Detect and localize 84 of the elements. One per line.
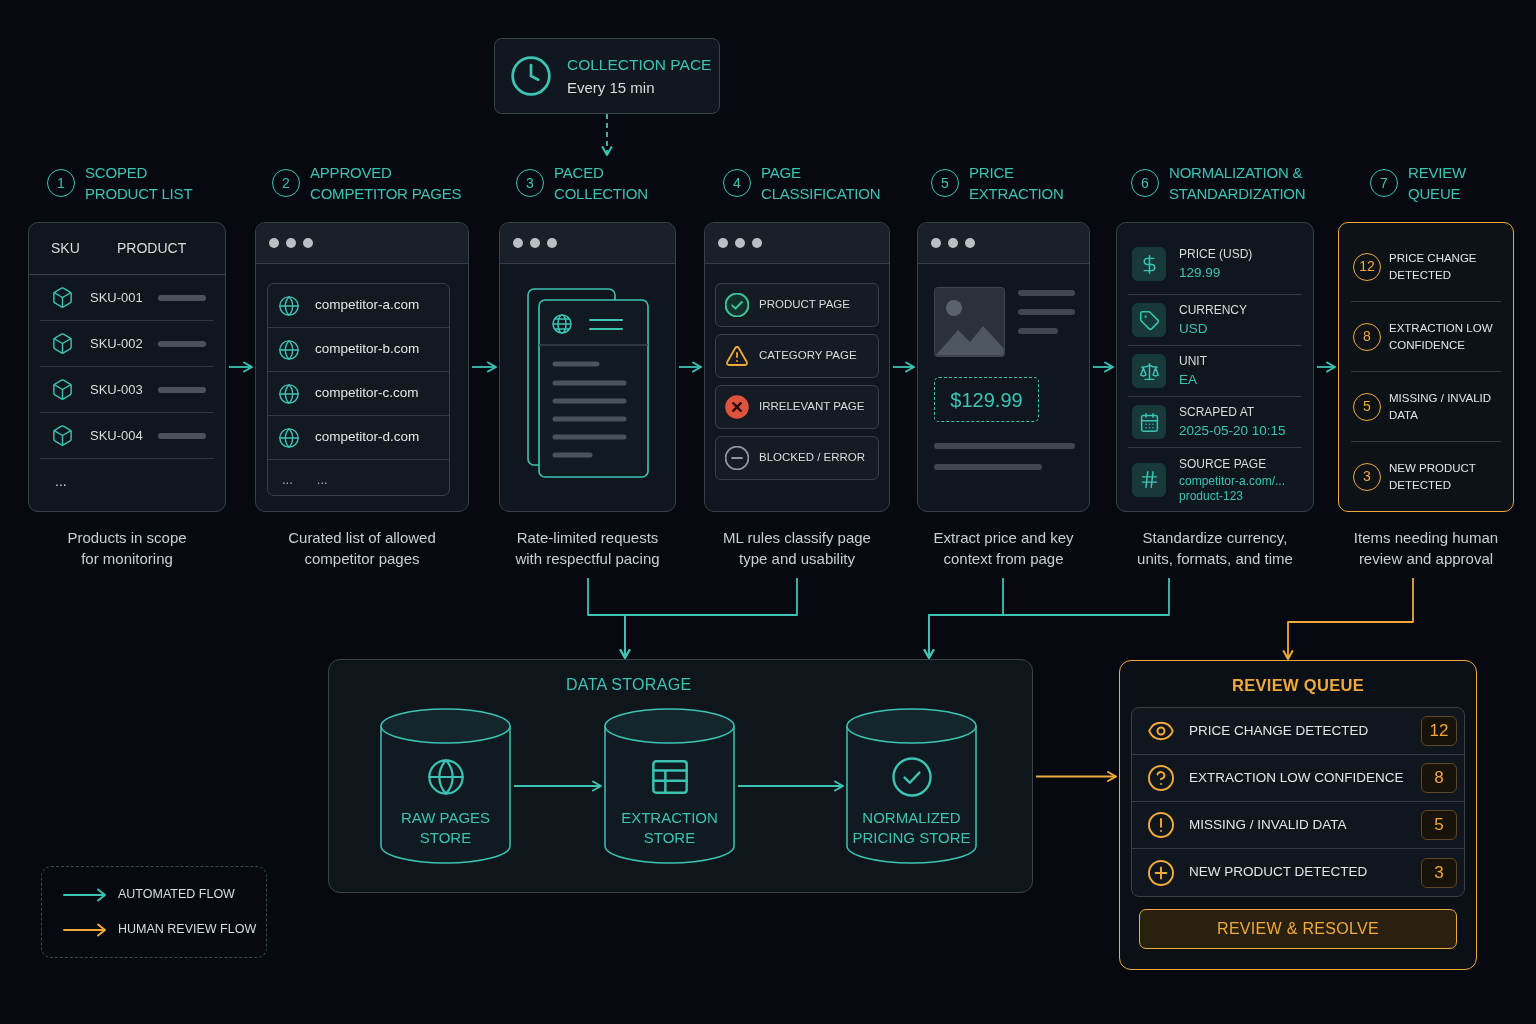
connector-arrow (1316, 361, 1336, 373)
panel-title: DATA STORAGE (566, 675, 692, 695)
review-item-label: EXTRACTION LOW CONFIDENCE (1389, 320, 1494, 353)
field-value: 2025-05-20 10:15 (1179, 422, 1286, 440)
stage-title: PACED COLLECTION (554, 163, 649, 204)
connector-arrow (1282, 577, 1414, 660)
count-badge: 5 (1421, 810, 1457, 840)
review-item-label: EXTRACTION LOW CONFIDENCE (1189, 768, 1404, 787)
column-header: SKU (51, 239, 81, 258)
connector-arrow (923, 577, 1170, 659)
connector-arrow (678, 361, 702, 373)
classification-option (715, 283, 879, 327)
review-item-label: NEW PRODUCT DETECTED (1189, 863, 1368, 882)
site-url: competitor-c.com (315, 384, 419, 403)
site-url: competitor-d.com (315, 428, 420, 447)
stage-description: Rate-limited requests with respectful pacing (514, 528, 661, 569)
store-label: RAW PAGES STORE (399, 808, 492, 848)
field-value: 129.99 (1179, 264, 1222, 282)
stage-description: Extract price and key context from page (932, 528, 1075, 569)
column-header: PRODUCT (117, 239, 187, 258)
field-label: PRICE (USD) (1179, 246, 1253, 262)
field-label: SOURCE PAGE (1179, 455, 1268, 472)
connector-arrow (1092, 361, 1114, 373)
stage-description: Curated list of allowed competitor pages (287, 528, 437, 569)
classification-option (715, 334, 879, 378)
option-label: IRRELEVANT PAGE (759, 399, 865, 415)
count-badge: 12 (1421, 716, 1457, 746)
dashed-arrow (601, 113, 613, 156)
review-button: REVIEW & RESOLVE (1139, 909, 1457, 949)
count-badge: 8 (1421, 763, 1457, 793)
ellipsis: ... (55, 471, 67, 491)
stage-title: SCOPED PRODUCT LIST (85, 163, 194, 204)
schedule-value: Every 15 min (567, 77, 656, 98)
site-url: competitor-a.com (315, 296, 420, 315)
connector-arrow (471, 361, 497, 373)
review-item-label: MISSING / INVALID DATA (1389, 390, 1493, 423)
field-value: USD (1179, 320, 1209, 338)
connector-arrow (892, 361, 915, 373)
review-item-label: PRICE CHANGE DETECTED (1389, 250, 1478, 283)
sku-code: SKU-004 (90, 426, 143, 445)
extracted-price: $129.99 (934, 377, 1039, 422)
store-label: NORMALIZED PRICING STORE (851, 808, 972, 848)
schedule-title: COLLECTION PACE (567, 54, 712, 75)
ellipsis: ... (316, 471, 328, 490)
connector-arrow (1035, 771, 1117, 782)
option-label: BLOCKED / ERROR (759, 450, 866, 466)
field-value: EA (1179, 371, 1198, 389)
connector-arrow (737, 780, 844, 792)
stage-title: PRICE EXTRACTION (969, 163, 1065, 204)
storage-panel (328, 659, 1033, 893)
sku-code: SKU-003 (90, 380, 143, 399)
count-badge: 3 (1421, 857, 1457, 888)
stage-title: APPROVED COMPETITOR PAGES (310, 163, 463, 204)
field-label: UNIT (1179, 353, 1207, 369)
option-label: PRODUCT PAGE (759, 297, 850, 313)
review-item-label: NEW PRODUCT DETECTED (1389, 460, 1477, 493)
stage-description: Items needing human review and approval (1352, 528, 1500, 569)
classification-option (715, 385, 879, 429)
site-url: competitor-b.com (315, 340, 420, 359)
stage-title: REVIEW QUEUE (1408, 163, 1467, 204)
store-label: EXTRACTION STORE (620, 808, 719, 848)
ellipsis: ... (282, 471, 293, 490)
connector-arrow (513, 780, 602, 792)
classification-option (715, 436, 879, 480)
sku-code: SKU-001 (90, 288, 143, 307)
panel-title: REVIEW QUEUE (1232, 675, 1364, 695)
legend-label: AUTOMATED FLOW (118, 886, 235, 904)
field-label: CURRENCY (1179, 302, 1247, 318)
sku-code: SKU-002 (90, 334, 143, 353)
review-queue-panel (1119, 660, 1477, 970)
schedule-card (494, 38, 720, 114)
legend-label: HUMAN REVIEW FLOW (118, 921, 257, 939)
connector-arrow (619, 577, 798, 659)
stage-title: PAGE CLASSIFICATION (761, 163, 882, 204)
field-value: competitor-a.com/... product-123 (1179, 473, 1287, 504)
stage-title: NORMALIZATION & STANDARDIZATION (1169, 163, 1307, 204)
review-item-label: PRICE CHANGE DETECTED (1189, 721, 1369, 740)
stage-description: ML rules classify page type and usability (722, 528, 872, 569)
review-item-label: MISSING / INVALID DATA (1189, 815, 1347, 834)
field-label: SCRAPED AT (1179, 404, 1256, 420)
stage-description: Products in scope for monitoring (66, 528, 188, 569)
connector-arrow (228, 361, 253, 373)
stage-description: Standardize currency, units, formats, and time (1136, 528, 1294, 569)
option-label: CATEGORY PAGE (759, 348, 857, 364)
